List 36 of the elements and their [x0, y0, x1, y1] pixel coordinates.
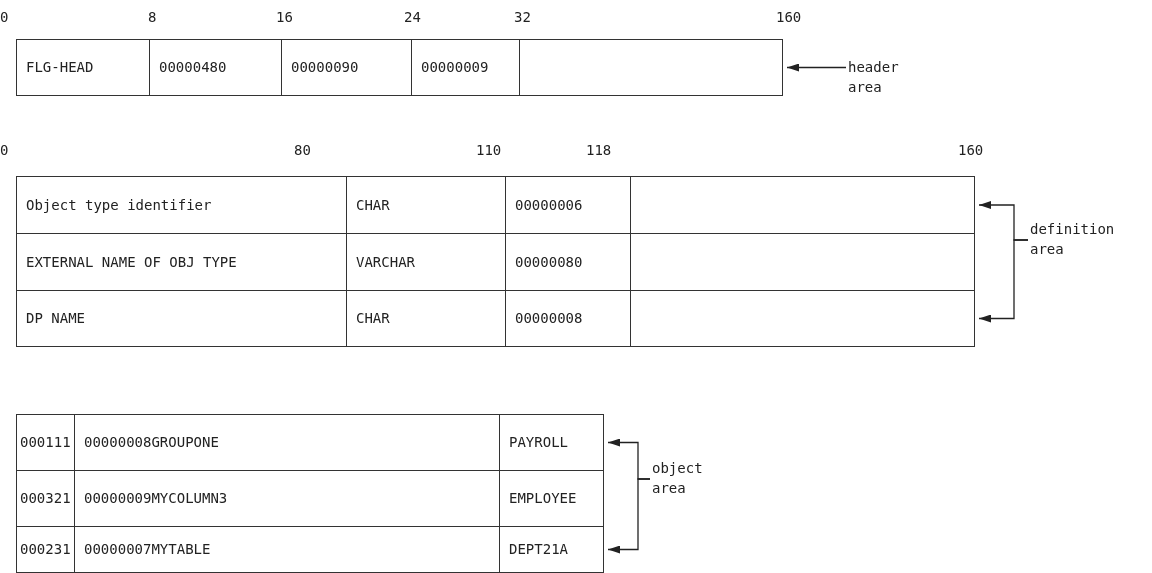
table-row	[16, 526, 604, 573]
table-cell: CHAR	[347, 291, 506, 346]
table-cell-text: EMPLOYEE	[508, 489, 578, 508]
area-label: header area	[848, 57, 908, 97]
table-cell-text: DEPT21A	[508, 540, 569, 559]
ruler-number: 80	[294, 141, 311, 159]
area-label: definition area	[1030, 219, 1120, 259]
arrow	[978, 239, 1029, 323]
table-cell: 000231	[17, 527, 75, 572]
table-cell-text: PAYROLL	[508, 433, 569, 452]
ruler-number: 32	[514, 8, 531, 26]
table-cell: 00000007MYTABLE	[75, 527, 500, 572]
table-cell: 00000480	[150, 40, 282, 95]
table-row	[16, 176, 975, 234]
ruler-number: 24	[404, 8, 421, 26]
ruler-number: 0	[0, 141, 9, 159]
table-cell: 00000009	[412, 40, 520, 95]
ruler-number: 160	[958, 141, 984, 159]
table-row	[16, 414, 604, 471]
ruler-number: 16	[276, 8, 293, 26]
table-row	[16, 39, 783, 96]
arrow	[786, 63, 847, 72]
table-cell: 00000008	[506, 291, 631, 346]
arrow	[607, 478, 651, 554]
area-label: object area	[652, 458, 712, 498]
ruler-number: 160	[776, 8, 802, 26]
table-cell: DP NAME	[17, 291, 347, 346]
table-row	[16, 470, 604, 527]
ruler-number: 0	[0, 8, 9, 26]
ruler-number: 118	[586, 141, 612, 159]
table-row	[16, 233, 975, 291]
table-cell: 00000090	[282, 40, 412, 95]
ruler-number: 8	[148, 8, 157, 26]
ruler-number: 110	[476, 141, 502, 159]
table-cell: FLG-HEAD	[17, 40, 150, 95]
table-row	[16, 290, 975, 347]
